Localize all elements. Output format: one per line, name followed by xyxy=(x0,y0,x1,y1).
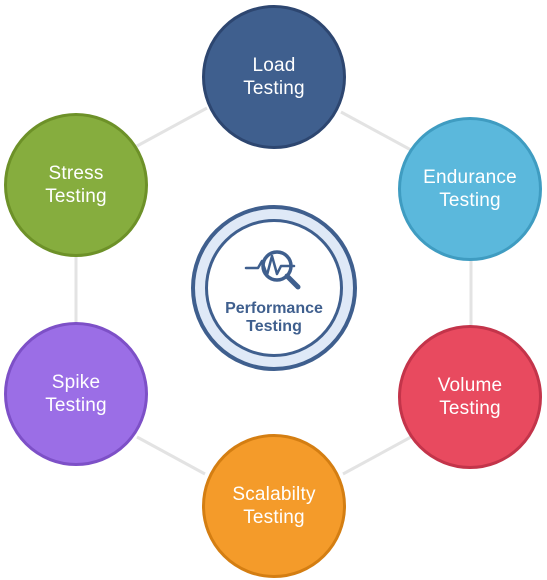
endurance-testing-node: Endurance Testing xyxy=(398,117,542,261)
volume-testing-node: Volume Testing xyxy=(398,325,542,469)
connector-volume-scalability xyxy=(342,435,412,476)
performance-testing-center: Performance Testing xyxy=(191,205,357,371)
stress-testing-node: Stress Testing xyxy=(4,113,148,257)
spike-testing-node: Spike Testing xyxy=(4,322,148,466)
performance-magnifier-icon xyxy=(244,250,301,290)
load-testing-node: Load Testing xyxy=(202,5,346,149)
performance-testing-inner-circle: Performance Testing xyxy=(205,219,343,357)
volume-testing-label: Volume Testing xyxy=(437,375,503,419)
scalability-testing-label: Scalabilty Testing xyxy=(232,484,316,528)
connector-scalability-spike xyxy=(136,435,206,476)
stress-testing-label: Stress Testing xyxy=(45,163,107,207)
spike-testing-label: Spike Testing xyxy=(45,372,107,416)
connector-stress-load xyxy=(136,106,208,148)
load-testing-label: Load Testing xyxy=(243,55,305,99)
endurance-testing-label: Endurance Testing xyxy=(423,167,517,211)
connector-load-endurance xyxy=(340,110,412,152)
scalability-testing-node: Scalabilty Testing xyxy=(202,434,346,578)
performance-testing-title: Performance Testing xyxy=(225,300,323,335)
